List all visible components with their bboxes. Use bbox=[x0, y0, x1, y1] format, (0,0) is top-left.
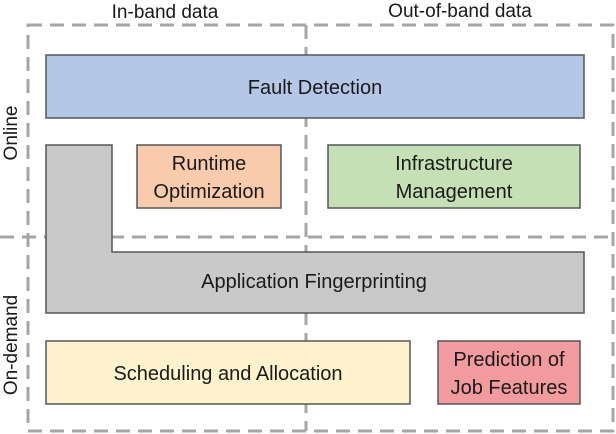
scheduling-allocation-shape bbox=[45, 340, 411, 405]
fault-detection-label: Fault Detection bbox=[248, 77, 383, 99]
prediction-job-features-label-line1: Prediction of bbox=[453, 349, 565, 371]
infrastructure-management-label-line1: Infrastructure bbox=[395, 153, 513, 175]
application-fingerprinting-box: Application Fingerprinting bbox=[45, 144, 585, 314]
prediction-job-features-shape bbox=[437, 340, 581, 405]
runtime-optimization-label-line2: Optimization bbox=[153, 181, 264, 203]
infrastructure-management-label-line2: Management bbox=[396, 181, 513, 203]
dashed-outer-frame bbox=[26, 23, 615, 433]
row-label-online: Online bbox=[1, 106, 22, 161]
application-fingerprinting-label: Application Fingerprinting bbox=[201, 271, 427, 293]
scheduling-allocation-box: Scheduling and Allocation bbox=[45, 340, 411, 405]
runtime-optimization-box: Runtime Optimization bbox=[136, 144, 282, 209]
prediction-job-features-label-line2: Job Features bbox=[451, 377, 568, 399]
fault-detection-box: Fault Detection bbox=[45, 54, 585, 119]
application-fingerprinting-shape bbox=[45, 144, 585, 314]
runtime-optimization-shape bbox=[136, 144, 282, 209]
infrastructure-management-shape bbox=[327, 144, 581, 209]
column-label-out-of-band: Out-of-band data bbox=[388, 1, 532, 22]
scheduling-allocation-label: Scheduling and Allocation bbox=[113, 363, 342, 385]
prediction-job-features-box: Prediction of Job Features bbox=[437, 340, 581, 405]
column-label-in-band: In-band data bbox=[112, 2, 219, 23]
runtime-optimization-label-line1: Runtime bbox=[172, 153, 246, 175]
infrastructure-management-box: Infrastructure Management bbox=[327, 144, 581, 209]
row-label-on-demand: On-demand bbox=[1, 295, 22, 395]
fault-detection-shape bbox=[45, 54, 585, 119]
